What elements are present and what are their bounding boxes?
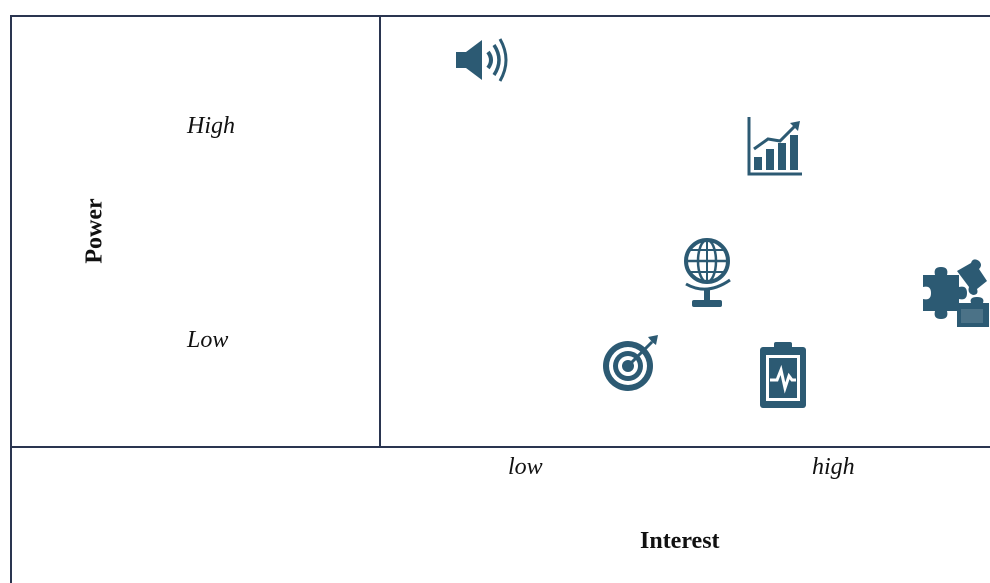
y-axis-title: Power: [81, 198, 108, 264]
grid-top-line: [10, 15, 990, 17]
y-axis-low-label: Low: [187, 327, 229, 353]
bar-chart-growth-icon: [746, 115, 804, 177]
clipboard-pulse-icon: [758, 340, 808, 410]
grid-divider-vertical: [379, 15, 381, 447]
x-axis-title: Interest: [640, 528, 720, 554]
grid-divider-horizontal: [10, 446, 990, 448]
globe-icon: [678, 232, 736, 310]
megaphone-icon: [454, 36, 510, 84]
puzzle-icon: [921, 259, 990, 329]
y-axis-high-label: High: [187, 113, 235, 139]
x-axis-high-label: high: [812, 454, 855, 480]
target-icon: [600, 333, 662, 393]
x-axis-low-label: low: [508, 454, 543, 480]
grid-left-line: [10, 15, 12, 583]
